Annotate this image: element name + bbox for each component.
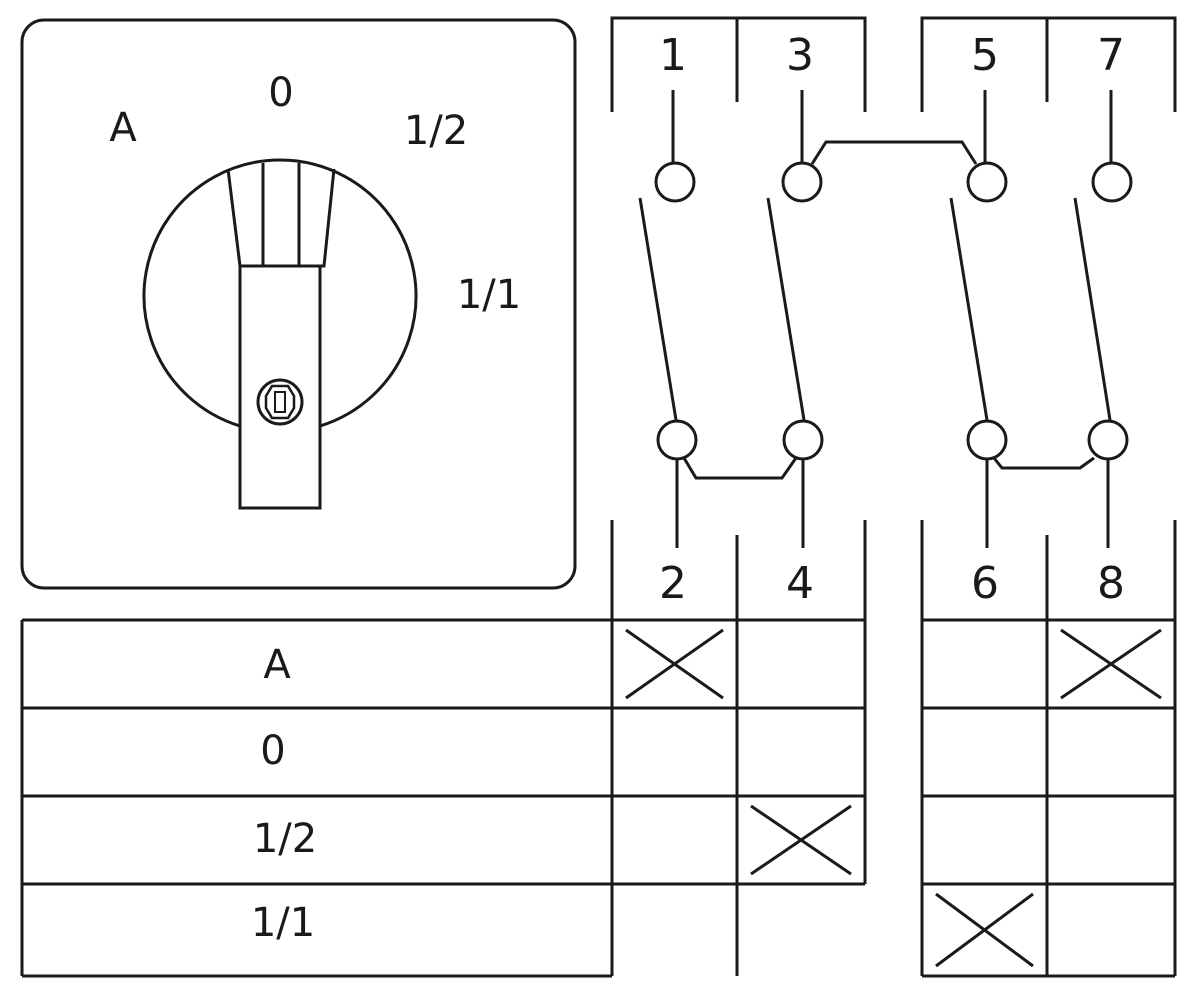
- contact-closed-mark: [625, 628, 724, 700]
- terminal-label-1: 1: [659, 30, 687, 81]
- contact-closed-mark: [1060, 628, 1162, 700]
- contact-blade: [1073, 197, 1112, 421]
- cross-stroke: [625, 628, 724, 700]
- contact-point: [966, 161, 1008, 203]
- handle-pointer: [238, 264, 322, 510]
- cross-stroke: [750, 804, 852, 876]
- contact-blade: [638, 197, 678, 421]
- terminal-label-7: 7: [1097, 30, 1125, 81]
- contact-closed-mark: [935, 892, 1034, 968]
- contact-point: [1087, 419, 1129, 461]
- front-plate: A 0 1/2 1/1: [20, 18, 577, 590]
- jumper-2-4: [682, 457, 798, 480]
- terminal-label-4: 4: [786, 558, 814, 609]
- terminal-label-2: 2: [659, 558, 687, 609]
- terminal-label-5: 5: [971, 30, 999, 81]
- contact-schematic: 1 3 5 7 2 4 6 8: [610, 16, 1177, 620]
- position-label-1-1: 1/1: [457, 272, 521, 318]
- lock-keyhole: [264, 384, 296, 420]
- lock-icon: [256, 378, 304, 426]
- cross-stroke: [935, 892, 1034, 968]
- jumper-3-5: [810, 140, 978, 165]
- contact-point: [781, 161, 823, 203]
- row-label-1-1: 1/1: [251, 900, 315, 946]
- switching-table: A 0 1/2 1/1: [20, 618, 1177, 978]
- position-label-1-2: 1/2: [404, 108, 468, 154]
- contact-point: [656, 419, 698, 461]
- row-label-1-2: 1/2: [253, 816, 317, 862]
- handle-grip: [226, 168, 336, 268]
- terminal-label-8: 8: [1097, 558, 1125, 609]
- terminal-label-6: 6: [971, 558, 999, 609]
- contact-blade: [766, 197, 806, 421]
- contact-closed-mark: [750, 804, 852, 876]
- position-label-a: A: [109, 105, 137, 151]
- row-label-0: 0: [260, 728, 285, 774]
- row-label-a: A: [263, 642, 291, 688]
- lock-slot: [274, 391, 286, 413]
- contact-point: [782, 419, 824, 461]
- contact-point: [1091, 161, 1133, 203]
- terminal-label-3: 3: [786, 30, 814, 81]
- contact-point: [966, 419, 1008, 461]
- contact-point: [654, 161, 696, 203]
- position-label-0: 0: [268, 70, 293, 116]
- contact-blade: [949, 197, 989, 421]
- cross-stroke: [1060, 628, 1162, 700]
- front-plate-frame: [20, 18, 577, 590]
- jumper-6-8: [992, 456, 1095, 470]
- dial-disc: [142, 158, 418, 428]
- rotary-handle[interactable]: [142, 158, 418, 510]
